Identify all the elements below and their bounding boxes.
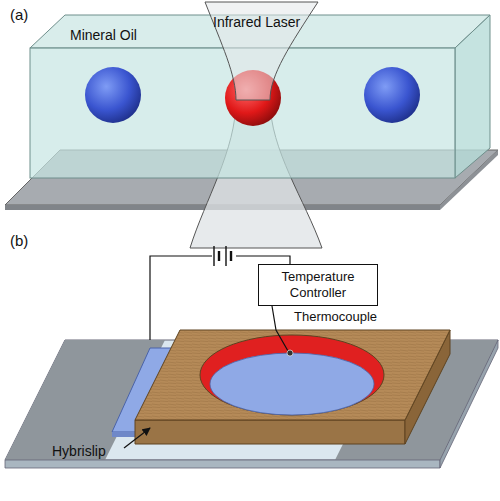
- panel-letter: (b): [10, 232, 28, 249]
- panel-letter: (a): [10, 6, 28, 23]
- oil-label: Mineral Oil: [70, 27, 137, 43]
- controller-box: Temperature Controller: [258, 264, 378, 306]
- oil-label: Mineral Oil: [70, 27, 137, 43]
- battery-symbol: [214, 246, 231, 266]
- laser-label: Infrared Laser: [213, 14, 300, 30]
- laser-label: Infrared Laser: [213, 14, 300, 30]
- leader-arrow: [124, 428, 150, 448]
- heater-block: [135, 330, 450, 444]
- blue-droplet: [364, 67, 420, 123]
- thermocouple-tip: [287, 350, 293, 356]
- thermocouple-label: Thermocouple: [294, 309, 377, 324]
- panel-letter: (a): [10, 6, 28, 23]
- node-text: Temperature Controller: [265, 269, 371, 300]
- hybrislip-label: Hybrislip: [52, 443, 106, 459]
- laser-beam: [205, 2, 318, 100]
- thermocouple-label: Thermocouple: [294, 310, 377, 325]
- thermocouple-wire: [272, 306, 288, 351]
- hybrislip-label: Hybrislip: [52, 443, 106, 459]
- panel-letter: (b): [10, 232, 28, 249]
- blue-droplet: [85, 67, 141, 123]
